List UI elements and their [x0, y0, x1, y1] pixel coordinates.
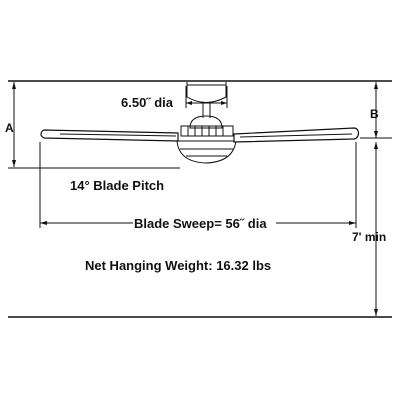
dimension-a [12, 82, 16, 167]
blade-sweep-label: Blade Sweep= 56˝ dia [134, 216, 267, 231]
motor-housing [180, 115, 234, 137]
canopy-diameter-dimension [185, 86, 228, 108]
canopy [186, 82, 227, 103]
min-height-label: 7' min [352, 230, 386, 244]
left-blade [40, 129, 179, 142]
hanging-weight-label: Net Hanging Weight: 16.32 lbs [85, 258, 271, 273]
dimension-b-label: B [370, 107, 379, 121]
min-height-dimension [374, 142, 378, 316]
blade-pitch-label: 14° Blade Pitch [70, 178, 164, 193]
canopy-diameter-label: 6.50˝ dia [121, 95, 174, 110]
downrod [202, 102, 211, 118]
dimension-a-label: A [5, 121, 14, 135]
blade-sweep-dimension [39, 142, 357, 228]
light-kit [176, 140, 237, 164]
dimension-b [360, 82, 392, 139]
